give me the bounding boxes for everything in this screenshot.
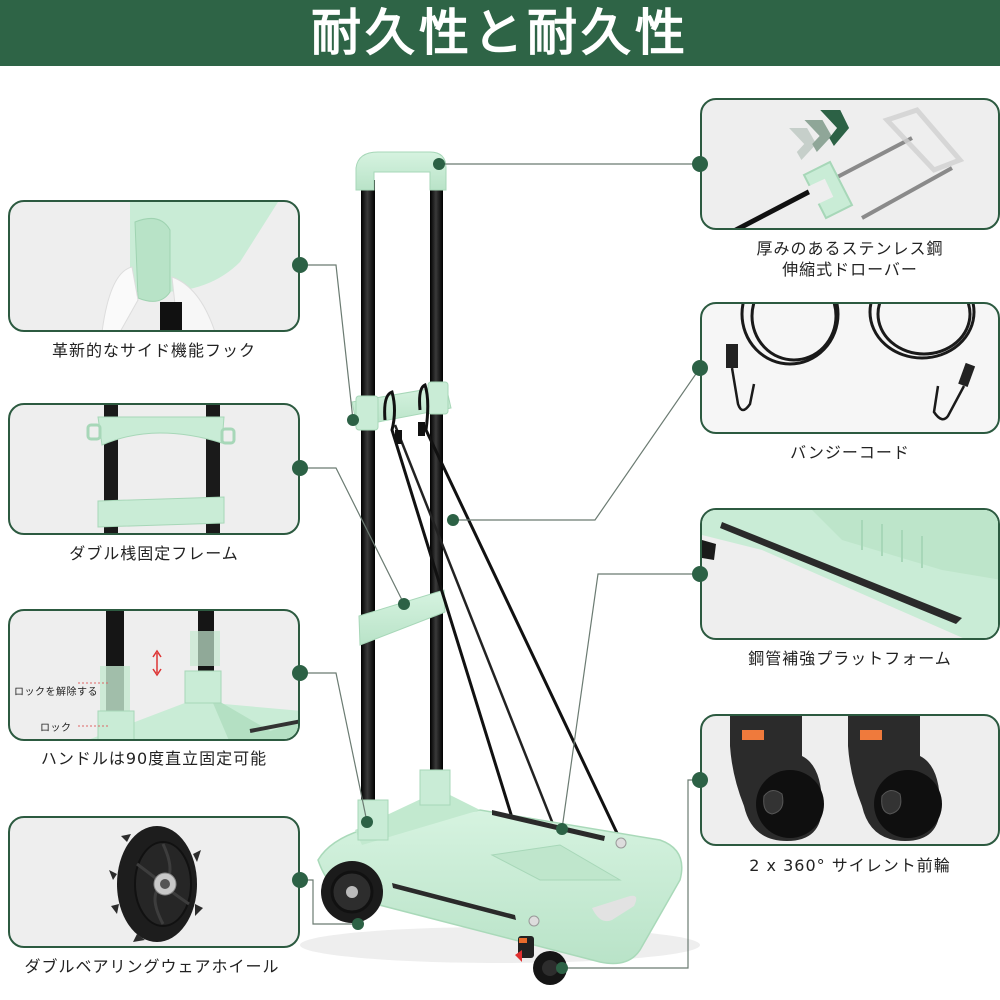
feature-panel-side-hook [8,200,300,332]
banner-title: 耐久性と耐久性 [311,4,689,62]
drawbar-anchor-dot [433,158,445,170]
wheel-image [109,826,203,942]
hook-anchor-dot [347,414,359,426]
feature-panel-bungee [700,302,1000,434]
wheel-caption: ダブルベアリングウェアホイール [24,957,280,976]
casters-caption: 2 x 360° サイレント前輪 [749,856,951,875]
side-hook-dot [292,257,308,273]
header-banner: 耐久性と耐久性 [0,0,1000,66]
handle-lock-dot [292,665,308,681]
chevron-arrows-icon [789,110,850,160]
bungee-dot [692,360,708,376]
hook-image [101,202,278,330]
drawbar-caption-line1: 厚みのあるステンレス鋼 [756,239,944,258]
bungee-caption: バンジーコード [790,443,910,462]
frame-anchor-dot [398,598,410,610]
caster-wheels-image [730,716,942,841]
platform-dot [692,566,708,582]
wheel-anchor-dot [352,918,364,930]
drawbar-caption-line2: 伸縮式ドローバー [782,260,918,279]
platform-caption: 鋼管補強プラットフォーム [748,649,952,668]
telescopic-handle-image [734,107,965,228]
feature-panel-drawbar [700,98,1000,230]
bungee-cord-image [726,304,976,421]
feature-panel-platform [700,508,1000,640]
handle-lock-anchor-dot [361,816,373,828]
feature-panel-casters [700,714,1000,846]
caster-anchor-dot [556,962,568,974]
feature-panel-double-frame [8,403,300,535]
double-frame-caption: ダブル桟固定フレーム [69,544,239,563]
casters-dot [692,772,708,788]
wheel-dot [292,872,308,888]
handle-lock-image [78,611,298,739]
platform-anchor-dot [556,823,568,835]
platform-image [702,510,998,638]
lock-annotation: ロック [40,723,72,734]
side-hook-caption: 革新的なサイド機能フック [51,341,256,360]
drawbar-dot [692,156,708,172]
feature-panel-wheel [8,816,300,948]
double-frame-dot [292,460,308,476]
bungee-anchor-dot [447,514,459,526]
handle-lock-caption: ハンドルは90度直立固定可能 [40,749,268,768]
unlock-annotation: ロックを解除する [14,687,98,698]
frame-image [86,405,236,533]
feature-panel-handle-lock: ロックを解除する ロック [8,609,300,741]
